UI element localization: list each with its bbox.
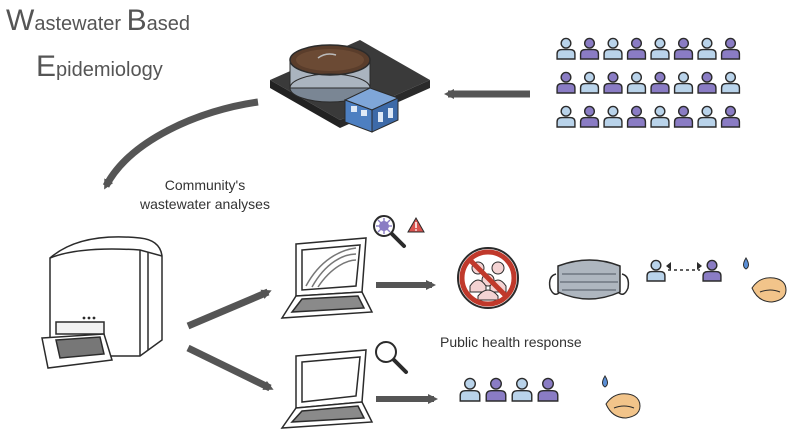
handwash-icon [602,375,641,419]
arrow-sequencer-to-laptop-top [186,288,272,330]
person-icon [673,71,694,94]
person-icon [720,71,741,94]
person-icon [556,37,576,60]
person-icon [511,377,533,402]
person-icon [579,105,600,128]
person-icon [697,37,717,60]
person-icon [485,377,507,402]
person-icon [650,37,670,60]
person-icon [459,377,481,402]
person-icon [537,377,559,402]
sequencer-icon [41,236,163,369]
response-caption: Public health response [440,334,582,350]
diagram-title-line1: Wastewater Based [6,4,190,37]
person-icon [673,37,694,60]
person-icon [556,105,576,128]
person-icon [673,105,694,128]
person-icon [626,37,647,60]
person-icon [626,71,647,94]
person-icon [556,71,576,94]
person-icon [603,37,623,60]
person-icon [579,71,600,94]
analyses-caption-line2: wastewater analyses [140,196,270,212]
virus-magnifier-icon [373,215,406,248]
person-icon [626,105,647,128]
person-icon [650,105,670,128]
analyses-caption-line1: Community's [164,177,246,193]
face-mask-icon [548,259,630,300]
magnifier-icon [375,341,408,374]
person-icon [697,105,717,128]
laptop-icon [280,349,374,429]
small-group [459,377,559,402]
treatment-plant-icon [270,40,430,133]
person-icon [579,37,600,60]
person-icon [702,259,722,282]
person-icon [650,71,670,94]
person-icon [720,37,741,60]
analyses-caption: Community's wastewater analyses [120,176,290,214]
distancing-icon [666,262,702,271]
warning-icon [407,216,425,233]
person-icon [646,259,666,282]
arrow-plant-to-sequencer [102,98,259,190]
person-icon [603,105,623,128]
population-crowd [556,37,741,128]
person-icon [603,71,623,94]
arrow-sequencer-to-laptop-bottom [186,344,274,392]
handwash-icon [743,257,787,303]
person-icon [720,105,741,128]
person-icon [697,71,717,94]
diagram-title-line2: Epidemiology [36,50,163,83]
distancing-pair [646,259,722,282]
no-gathering-icon [457,247,519,309]
laptop-icon [280,237,374,319]
